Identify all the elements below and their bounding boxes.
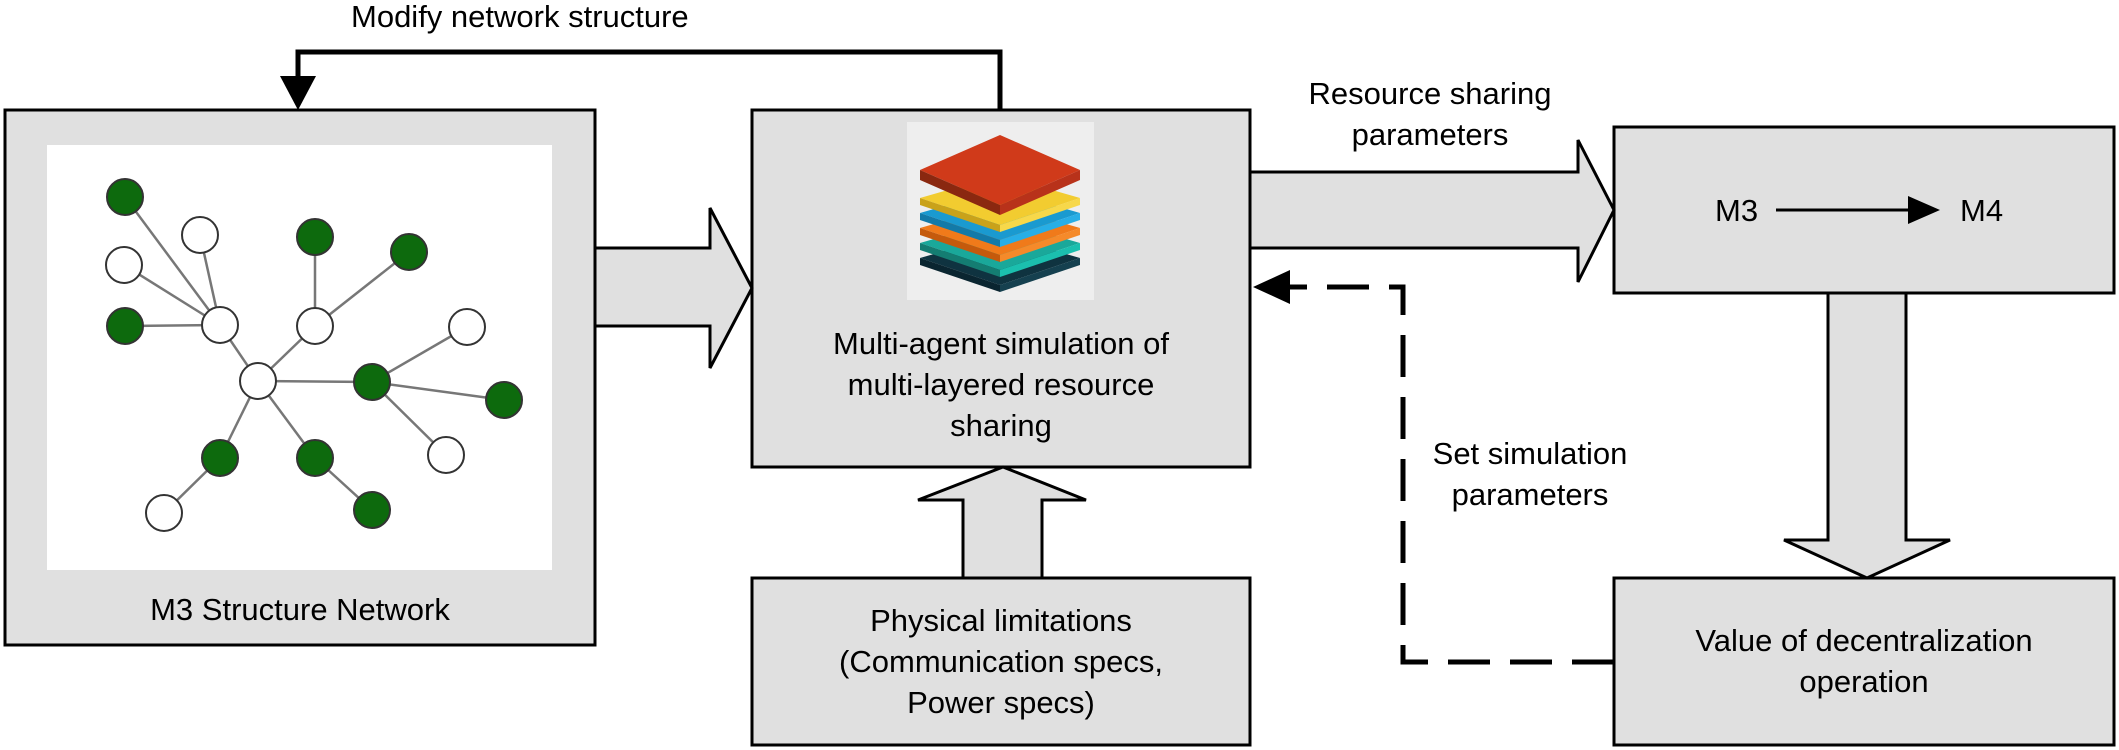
decentralization-value-label-line2: operation bbox=[1799, 664, 1929, 699]
network-node bbox=[145, 494, 183, 532]
resource-sharing-label-line1: Resource sharing bbox=[1308, 76, 1552, 111]
network-node bbox=[239, 362, 277, 400]
simulation-to-m3m4-arrow bbox=[1248, 139, 1616, 283]
set-parameters-connector bbox=[1290, 284, 1614, 665]
decentralization-value-box bbox=[1612, 576, 2116, 747]
network-node bbox=[353, 363, 391, 401]
modify-structure-connector bbox=[295, 49, 1003, 110]
network-to-simulation-arrow bbox=[593, 207, 754, 369]
network-node bbox=[448, 308, 486, 346]
physical-limitations-box bbox=[750, 576, 1252, 747]
stacked-layers-icon bbox=[907, 122, 1094, 300]
network-node bbox=[106, 307, 144, 345]
network-image-panel bbox=[47, 145, 552, 570]
network-nodes bbox=[105, 178, 523, 532]
set-parameters-label-line1: Set simulation bbox=[1432, 436, 1628, 471]
m4-label: M4 bbox=[1960, 193, 2004, 228]
network-node bbox=[201, 306, 239, 344]
network-node bbox=[296, 218, 334, 256]
physical-limitations-label-line3: Power specs) bbox=[907, 685, 1095, 720]
resource-sharing-label-line2: parameters bbox=[1351, 117, 1509, 152]
network-node bbox=[181, 216, 219, 254]
physical-to-simulation-arrow bbox=[917, 465, 1087, 580]
network-node bbox=[296, 307, 334, 345]
network-node bbox=[485, 381, 523, 419]
simulation-label-line2: multi-layered resource bbox=[847, 367, 1155, 402]
decentralization-value-label-line1: Value of decentralization bbox=[1695, 623, 2033, 658]
simulation-label-line3: sharing bbox=[950, 408, 1052, 443]
set-parameters-arrowhead bbox=[1253, 270, 1290, 304]
network-node bbox=[296, 439, 334, 477]
set-parameters-label-line2: parameters bbox=[1451, 477, 1609, 512]
simulation-label-line1: Multi-agent simulation of bbox=[833, 326, 1169, 361]
network-node bbox=[201, 439, 239, 477]
network-node bbox=[353, 491, 391, 529]
modify-structure-label: Modify network structure bbox=[351, 0, 689, 34]
network-node bbox=[390, 233, 428, 271]
m3m4-to-value-arrow bbox=[1783, 291, 1951, 580]
network-node bbox=[105, 246, 143, 284]
physical-limitations-label-line1: Physical limitations bbox=[870, 603, 1132, 638]
modify-structure-arrowhead bbox=[280, 76, 316, 110]
network-node bbox=[427, 436, 465, 474]
m3-label: M3 bbox=[1715, 193, 1759, 228]
network-box-title: M3 Structure Network bbox=[150, 592, 450, 627]
m3-to-m4-arrowhead bbox=[1908, 196, 1940, 224]
network-node bbox=[106, 178, 144, 216]
physical-limitations-label-line2: (Communication specs, bbox=[839, 644, 1163, 679]
